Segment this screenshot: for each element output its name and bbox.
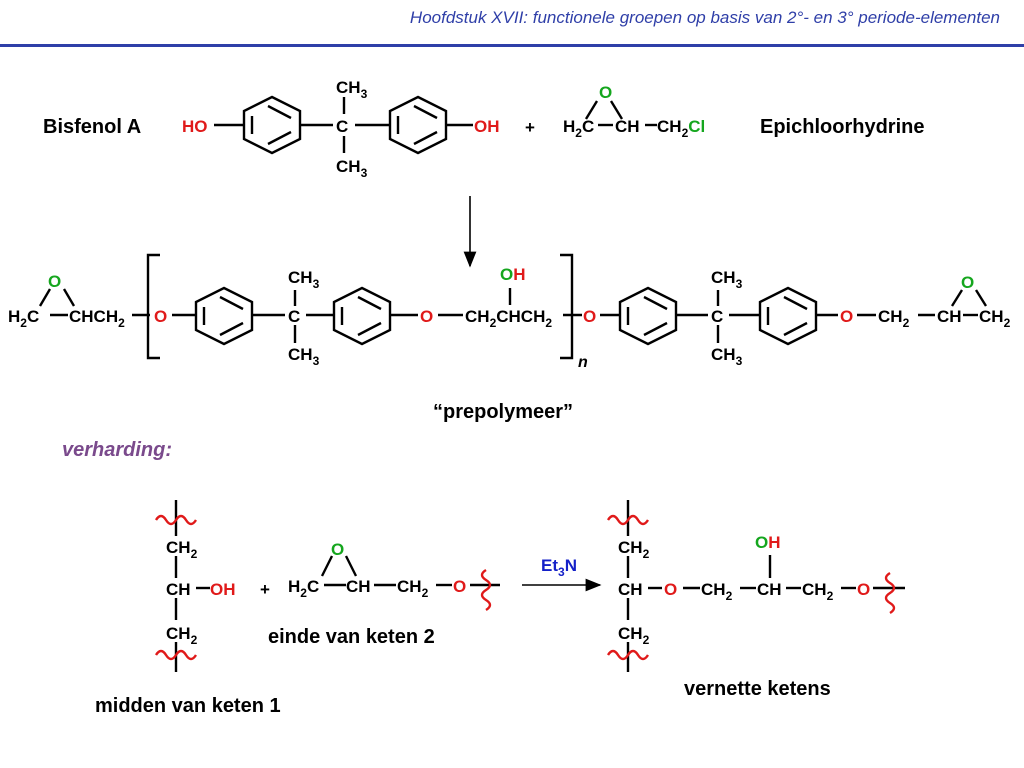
curing-plus-sign: +: [260, 580, 270, 599]
product-ch: CH: [618, 580, 643, 599]
plus-sign: +: [525, 118, 535, 137]
chain-break-chain2: [480, 568, 492, 612]
product-ch2-a: CH2: [701, 580, 733, 603]
prepolymer-methyl-2b: CH3: [711, 345, 743, 368]
epoxide-oxygen: O: [599, 83, 612, 102]
chain-break-right-product: [884, 571, 896, 615]
prepolymer-carbon-1: C: [288, 307, 300, 326]
catalyst-label: Et3N: [541, 556, 577, 579]
prepolymer-methyl-1b: CH3: [288, 345, 320, 368]
product-ch2-bottom: CH2: [618, 624, 650, 647]
prepolymer-label: “prepolymeer”: [433, 401, 573, 423]
ether-oxygen-3: O: [583, 307, 596, 326]
product-ch-center: CH: [757, 580, 782, 599]
left-epoxide-oxygen: O: [48, 272, 61, 291]
product-ch2-b: CH2: [802, 580, 834, 603]
epichlorohydrin-structure: [584, 100, 657, 127]
prepolymer-methyl-2a: CH3: [711, 268, 743, 291]
chain2-oxygen: O: [453, 577, 466, 596]
bisphenol-a-label: Bisfenol A: [43, 116, 141, 138]
left-h2c: H2C: [8, 307, 39, 330]
chain-break-top-1: [154, 514, 198, 526]
prepolymer-methyl-1a: CH3: [288, 268, 320, 291]
chain-2-label: einde van keten 2: [268, 626, 435, 648]
left-chch2: CHCH2: [69, 307, 125, 330]
curing-section-label: verharding:: [62, 439, 172, 461]
chain2-h2c: H2C: [288, 577, 319, 600]
ether-oxygen-1: O: [154, 307, 167, 326]
right-ch: CH: [937, 307, 962, 326]
chain2-ch2: CH2: [397, 577, 429, 600]
ch-group: CH: [615, 117, 640, 136]
chain-break-bottom-1: [154, 649, 198, 661]
chain1-ch2-bottom: CH2: [166, 624, 198, 647]
ho-group: HO: [182, 117, 208, 136]
quaternary-carbon: C: [336, 117, 348, 136]
chain1-oh: OH: [210, 580, 236, 599]
page-title: Hoofdstuk XVII: functionele groepen op b…: [409, 8, 1000, 27]
chain-1-label: midden van keten 1: [95, 695, 281, 717]
right-ch2: CH2: [878, 307, 910, 330]
chain1-ch: CH: [166, 580, 191, 599]
ether-oxygen-4: O: [840, 307, 853, 326]
prepolymer-structure: [38, 253, 988, 360]
repeat-index: n: [578, 354, 588, 371]
chain-break-bottom-product: [606, 649, 650, 661]
header-divider: [0, 44, 1024, 47]
product-label: vernette ketens: [684, 678, 831, 700]
product-ch2-top: CH2: [618, 538, 650, 561]
methyl-bottom: CH3: [336, 157, 368, 180]
chain2-epoxide-oxygen: O: [331, 540, 344, 559]
product-hydroxyl: OH: [755, 533, 781, 552]
ether-oxygen-2: O: [420, 307, 433, 326]
crosslinked-structure: [626, 500, 905, 672]
chain2-ch: CH: [346, 577, 371, 596]
prepolymer-carbon-2: C: [711, 307, 723, 326]
chain-2-structure: [320, 555, 500, 587]
product-ether-oxygen-1: O: [664, 580, 677, 599]
right-ch2-terminal: CH2: [979, 307, 1011, 330]
hydroxyl-group: OH: [500, 265, 526, 284]
right-epoxide-oxygen: O: [961, 273, 974, 292]
oh-group: OH: [474, 117, 500, 136]
chain-break-top-product: [606, 514, 650, 526]
bisphenol-a-structure: [214, 95, 473, 155]
h2c-group: H2C: [563, 117, 594, 140]
chain1-ch2-top: CH2: [166, 538, 198, 561]
repeat-chain: CH2CHCH2: [465, 307, 552, 330]
product-ether-oxygen-2: O: [857, 580, 870, 599]
ch2cl-group: CH2Cl: [657, 117, 705, 140]
epichlorohydrin-label: Epichloorhydrine: [760, 116, 924, 138]
methyl-top: CH3: [336, 78, 368, 101]
